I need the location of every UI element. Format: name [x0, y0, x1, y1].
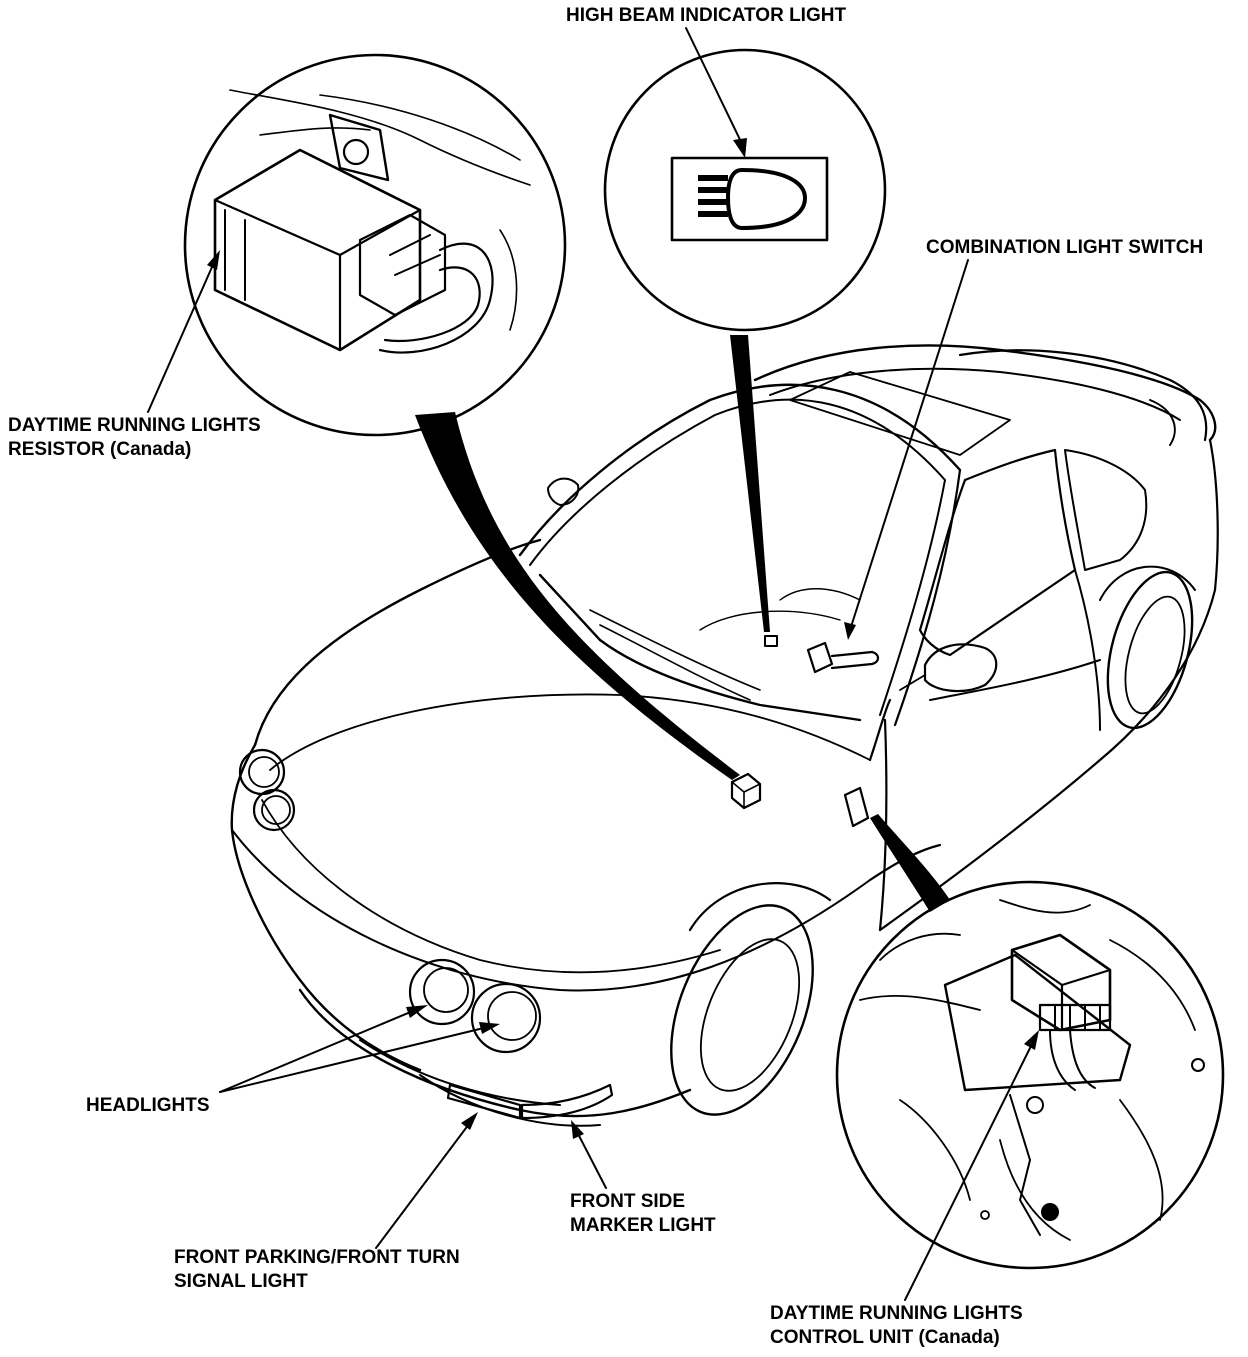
high-beam-detail-circle: [603, 48, 887, 332]
high-beam-indicator-label: HIGH BEAM INDICATOR LIGHT: [566, 5, 847, 26]
drl-control-unit-label: DAYTIME RUNNING LIGHTS CONTROL UNIT (Can…: [770, 1303, 1023, 1348]
callout-leaders: [415, 335, 950, 912]
front-parking-turn-signal-label: FRONT PARKING/FRONT TURN SIGNAL LIGHT: [174, 1247, 460, 1292]
front-side-marker-label: FRONT SIDE MARKER LIGHT: [570, 1191, 716, 1236]
car-body: [230, 344, 1219, 1127]
drl-resistor-label: DAYTIME RUNNING LIGHTS RESISTOR (Canada): [8, 415, 261, 460]
combination-light-switch-label: COMBINATION LIGHT SWITCH: [926, 237, 1204, 258]
headlights-label: HEADLIGHTS: [86, 1095, 210, 1116]
resistor-detail-circle: [183, 53, 567, 437]
callout-arrows: [147, 27, 1039, 1301]
control-unit-detail-circle: [835, 880, 1225, 1270]
